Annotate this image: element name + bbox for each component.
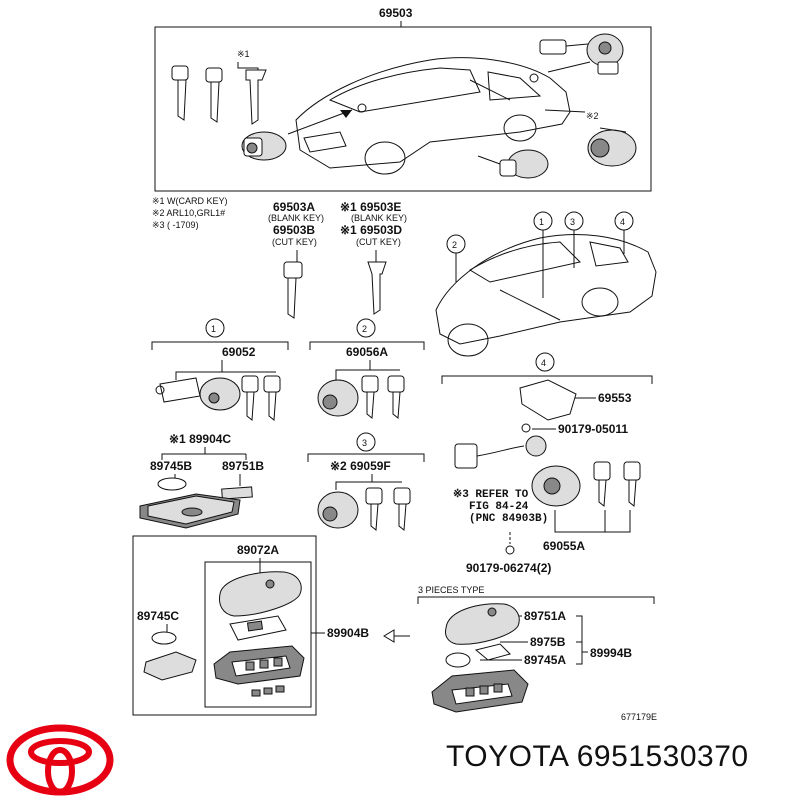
label-89904B: 89904B [327,626,369,640]
smart-key-inner-frame [204,561,312,708]
label-89751B: 89751B [222,459,264,473]
star1-mark: ※1 [237,49,250,59]
callout-3: 3 [362,438,367,448]
part-69553-cover [519,379,577,421]
top-key-1 [171,65,189,121]
label-89072A: 89072A [237,543,279,557]
part-89745A-disc [445,652,471,668]
screw-90179-05011 [521,423,531,433]
screw-90179-06274 [505,545,515,555]
right-callout-3: 3 [570,217,575,227]
label-69503A-sub: (BLANK KEY) [268,213,324,223]
arrow-to-89904B [383,629,410,643]
star2-mark: ※2 [586,111,599,121]
label-69503D-sub: (CUT KEY) [356,237,401,247]
right-callout-1: 1 [539,217,544,227]
smart-key-button-2 [263,687,273,695]
part-69055A-key-2 [623,461,641,507]
top-car-outline [295,57,571,175]
label-69052: 69052 [222,345,256,359]
label-8975B: 8975B [530,635,566,649]
top-switch-assembly [539,33,624,75]
label-3-pieces-type: 3 PIECES TYPE [418,585,484,595]
callout-4: 4 [541,358,546,368]
right-callout-4: 4 [620,217,625,227]
top-card-key [245,69,267,125]
part-69055A-key-1 [593,461,611,507]
note-3: ※3 ( -1709) [152,220,199,230]
top-frame [154,26,652,192]
diagram-code: 677179E [621,712,657,722]
label-89751A: 89751A [524,609,566,623]
callout-2: 2 [362,324,367,334]
label-69055A: 69055A [543,539,585,553]
callout-1: 1 [211,324,216,334]
label-69503: 69503 [379,6,413,20]
label-69503E-sub: (BLANK KEY) [351,213,407,223]
part-69056A-cylinder [317,379,359,417]
toyota-logo [6,724,114,796]
label-89745B: 89745B [150,459,192,473]
refer-line-1: ※3 REFER TO [453,488,529,501]
label-90179-06274: 90179-06274(2) [466,561,551,575]
label-69553: 69553 [598,391,632,405]
label-89904C: ※1 89904C [169,432,231,446]
part-69056A-key-2 [387,375,405,419]
part-69056A-key-1 [361,375,379,419]
smart-key-button-3 [275,685,285,693]
part-8975B-board [474,643,511,661]
label-90179-05011: 90179-05011 [558,422,628,436]
part-89745C-pad [143,651,197,681]
label-89745A: 89745A [524,653,566,667]
note-2: ※2 ARL10,GRL1# [152,208,225,218]
part-69052-assembly [155,377,241,411]
right-callout-2: 2 [452,240,457,250]
top-ignition-cylinder [587,127,637,167]
brand-part-number: TOYOTA 6951530370 [446,740,749,773]
label-69503D: ※1 69503D [340,223,402,237]
part-89072A-cover [219,571,302,617]
label-69056A: 69056A [346,345,388,359]
smart-key-button-1 [251,689,261,697]
part-69055A-assembly [454,435,581,507]
key-69503AB [283,261,303,319]
part-69052-key-2 [263,375,281,421]
label-69503A: 69503A [273,200,315,214]
top-lower-lock [477,149,549,179]
refer-line-3: (PNC 84903B) [469,513,548,525]
label-69059F: ※2 69059F [330,459,391,473]
top-key-2 [205,67,223,123]
part-69059F-key-1 [365,487,383,531]
label-69503B: 69503B [273,223,315,237]
part-89745C-disc [151,631,177,645]
part-69059F-cylinder [317,491,359,529]
smart-key-frame [132,535,317,716]
part-89751B-plate [221,486,253,500]
key-69503ED [367,261,387,315]
top-lock-cylinder [241,131,287,161]
part-89745B-disc [157,477,187,491]
refer-line-2: FIG 84-24 [469,501,529,513]
part-69059F-key-2 [393,487,411,531]
part-69052-key-1 [241,375,259,421]
part-89751A-cover [445,603,520,645]
note-1: ※1 W(CARD KEY) [152,196,228,206]
label-89994B: 89994B [590,646,632,660]
label-69503E: ※1 69503E [340,200,401,214]
right-car-outline [435,233,657,357]
label-89745C: 89745C [137,609,179,623]
label-69503B-sub: (CUT KEY) [272,237,317,247]
